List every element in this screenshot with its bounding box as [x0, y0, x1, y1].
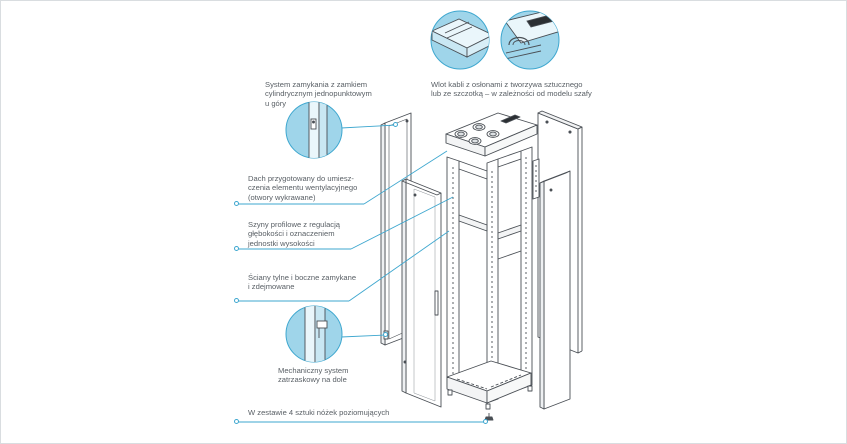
- callout-dot-rails: [234, 246, 239, 251]
- label-removable-panels: Ściany tylne i boczne zamykane i zdejmow…: [248, 273, 357, 292]
- callout-dot-feet-target: [483, 419, 488, 424]
- label-roof: Dach przygotowany do umiesz- czenia elem…: [248, 174, 358, 202]
- callout-dot-panels: [234, 298, 239, 303]
- label-mechanical-latch: Mechaniczny system zatrzaskowy na dole: [278, 366, 349, 385]
- callout-dot-roof: [234, 201, 239, 206]
- roof: [445, 112, 538, 157]
- left-side-panel: [401, 178, 442, 408]
- right-side-panel: [539, 170, 571, 410]
- detail-brush-cable-entry: [500, 10, 560, 70]
- label-profile-rails: Szyny profilowe z regulacją głębokości i…: [248, 220, 341, 248]
- label-locking-system: System zamykania z zamkiem cylindrycznym…: [265, 80, 372, 108]
- callout-dot-latch-target: [383, 332, 388, 337]
- callout-leader-lines: [237, 124, 485, 423]
- label-leveling-feet: W zestawie 4 sztuki nóżek poziomujących: [248, 408, 390, 417]
- detail-cylindrical-lock: [285, 101, 343, 159]
- frame: [446, 146, 540, 410]
- detail-mechanical-latch: [285, 305, 343, 363]
- cabinet-line-art: [380, 110, 583, 421]
- label-cable-entry: Wlot kabli z osłonami z tworzywa sztuczn…: [431, 80, 592, 99]
- callout-dot-feet: [234, 419, 239, 424]
- callout-dot-lock-target: [393, 122, 398, 127]
- detail-cable-entry-cover: [430, 10, 490, 70]
